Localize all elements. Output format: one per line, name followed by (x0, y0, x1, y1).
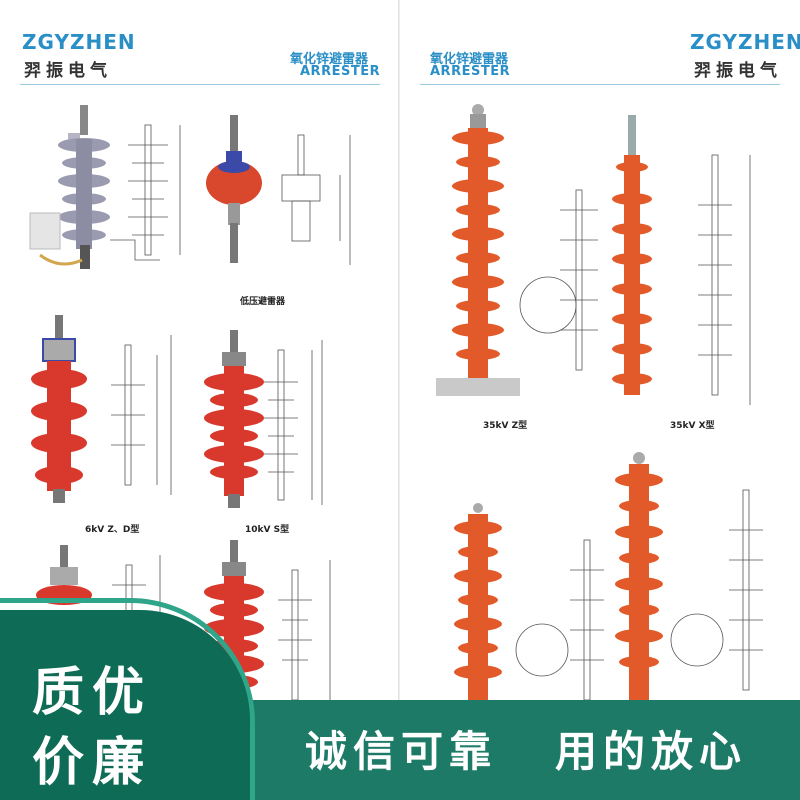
header-divider (20, 84, 380, 85)
catalog-page-right: 氧化锌避雷器 ARRESTER ZGYZHEN 羿振电气 35kV Z型 (400, 0, 800, 701)
product-title-en: ARRESTER (300, 64, 381, 79)
badge-ring (0, 598, 255, 800)
bottom-arrester-figure-b (615, 452, 763, 700)
product-title-en: ARRESTER (430, 64, 511, 79)
badge-line-price: 价廉 (32, 733, 153, 793)
caption-low-voltage: 低压避雷器 (240, 297, 286, 307)
caption-35kv-z: 35kV Z型 (483, 421, 528, 431)
caption-6kv: 6kV Z、D型 (85, 525, 140, 535)
badge-line-quality: 质优 (32, 663, 153, 723)
low-voltage-arrester-figure (206, 115, 351, 265)
brand-name-cn: 羿振电气 (694, 61, 782, 81)
footer-slogan-reliable: 诚信可靠 (305, 727, 498, 776)
catalog-page-left: ZGYZHEN 羿振电气 氧化锌避雷器 ARRESTER (0, 0, 400, 701)
quality-price-badge (0, 610, 250, 800)
brand-name-en: ZGYZHEN (690, 30, 800, 54)
footer-slogan-assured: 用的放心 (555, 727, 748, 776)
10kv-arrester-figure (204, 330, 323, 508)
product-title-cn: 氧化锌避雷器 (430, 52, 509, 67)
bottom-arrester-figure-a (454, 503, 604, 701)
brand-name-en: ZGYZHEN (22, 30, 136, 54)
35kv-x-arrester-figure (612, 115, 751, 405)
caption-10kv: 10kV S型 (245, 525, 290, 535)
header-divider (420, 84, 780, 85)
product-title-cn: 氧化锌避雷器 (290, 52, 369, 67)
brand-name-cn: 羿振电气 (24, 61, 112, 81)
6kv-arrester-figure (31, 315, 172, 503)
gray-arrester-figure (29, 105, 181, 269)
35kv-z-arrester-figure (436, 104, 598, 396)
caption-35kv-x: 35kV X型 (670, 421, 715, 431)
